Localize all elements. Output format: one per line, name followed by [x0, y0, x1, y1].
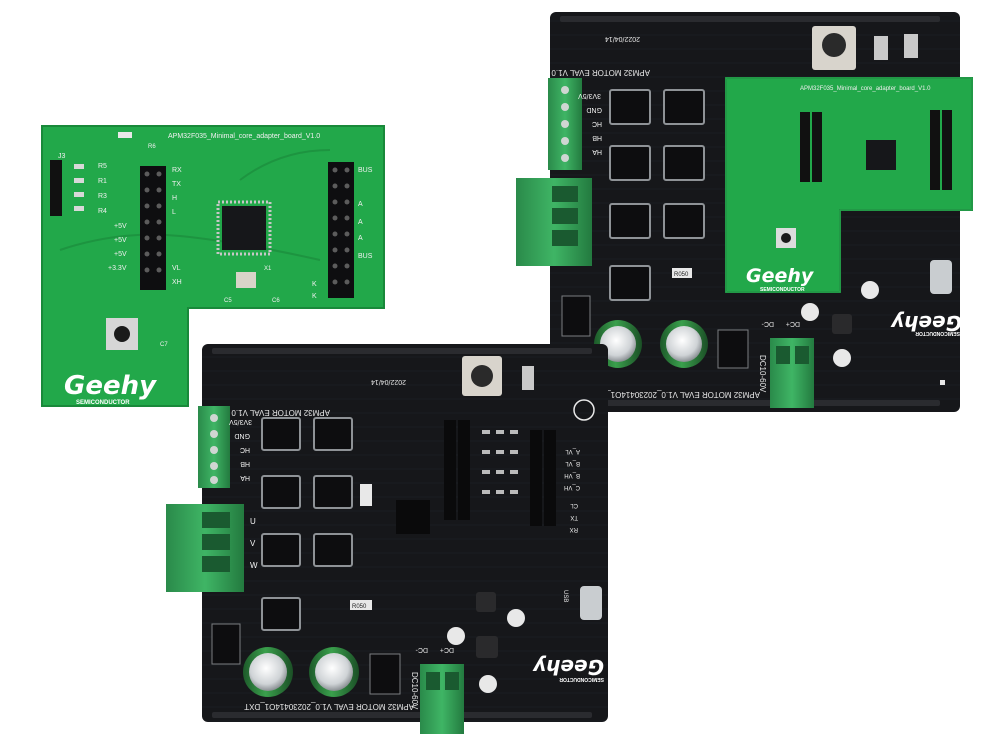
label: R1 [98, 178, 107, 185]
mounted-adapter-title: APM32F035_Minimal_core_adapter_board_V1.… [800, 86, 931, 92]
shunt-resistor [350, 600, 372, 610]
pin-header-j3 [50, 160, 62, 216]
geehy-logo: Geehy [890, 311, 962, 335]
dc-minus-label: DC- [761, 320, 774, 327]
mcu-chip [222, 206, 266, 250]
front-board-title: APM32 MOTOR EVAL V1.0 [231, 408, 330, 417]
adapter-title: APM32F035_Minimal_core_adapter_board_V1.… [168, 133, 320, 140]
label: R3 [98, 193, 107, 200]
shunt-resistor [360, 484, 372, 506]
terminal-label: HB [240, 460, 250, 467]
label: K [312, 293, 317, 300]
resistor-label: R050 [674, 272, 689, 278]
logo-subtitle: SEMICONDUCTOR [760, 287, 805, 293]
terminal-label: HA [592, 148, 602, 155]
geehy-logo: Geehy [532, 655, 604, 679]
terminal-label: GND [234, 432, 250, 439]
label: K [312, 281, 317, 288]
adapter-board-mounted: APM32F035_Minimal_core_adapter_board_V1.… [725, 77, 973, 293]
phase-label: V [250, 539, 256, 548]
back-board-bottom-label: APM32 MOTOR EVAL V1.0_20230414O1_DXT [590, 390, 760, 399]
electrolytic-capacitor [243, 647, 293, 697]
dc-minus-label: DC- [415, 646, 428, 653]
terminal-label: GND [586, 106, 602, 113]
back-board-title: APM32 MOTOR EVAL V1.0 [551, 68, 650, 77]
motor-board-front: 2022/04/14 APM32 MOTOR EVAL V1.0 3V3/5V … [166, 344, 608, 734]
mcu-chip [866, 140, 896, 170]
label: A [358, 201, 363, 208]
label: H [172, 195, 177, 202]
label: XH [172, 279, 182, 286]
usb-label: USB [562, 590, 568, 602]
label: TX [570, 514, 578, 520]
logo-subtitle: SEMICONDUCTOR [559, 676, 604, 682]
back-board-date: 2022/04/14 [605, 35, 640, 42]
label: A [358, 235, 363, 242]
resistor-label: R050 [352, 604, 367, 610]
pin-header-right [328, 162, 354, 298]
logo-subtitle: SEMICONDUCTOR [915, 330, 960, 336]
adapter-board: APM32F035_Minimal_core_adapter_board_V1.… [41, 125, 385, 407]
label: BUS [358, 167, 373, 174]
geehy-logo: Geehy [64, 371, 157, 401]
terminal-label: 3V3/5V [229, 418, 252, 425]
label: X1 [264, 266, 272, 272]
usb-connector [580, 586, 602, 620]
adapter-mid-labels: RX TX H L +5V +5V +5V +3.3V VL XH [108, 167, 182, 286]
terminal-label: HA [240, 474, 250, 481]
label: +5V [114, 251, 127, 258]
terminal-label: 3V3/5V [578, 92, 601, 99]
shunt-resistor [672, 268, 692, 278]
label: C7 [160, 342, 168, 348]
label: A_VL [565, 448, 580, 454]
power-label: DC10-60V [410, 672, 419, 710]
label: +5V [114, 237, 127, 244]
label: RX [570, 526, 578, 532]
label: B_VL [565, 460, 580, 466]
usb-connector [930, 260, 952, 294]
terminal-label: HB [592, 134, 602, 141]
phase-label: U [250, 517, 256, 526]
label: CL [570, 502, 578, 508]
geehy-logo: Geehy [746, 265, 815, 287]
label: C6 [272, 298, 280, 304]
adapter-left-labels: J3 R5 R1 R3 R4 [58, 153, 107, 215]
label: RX [172, 167, 182, 174]
label: VL [172, 265, 181, 272]
label: TX [172, 181, 181, 188]
toggle-switch[interactable] [874, 36, 888, 60]
label: R4 [98, 208, 107, 215]
label: A [358, 219, 363, 226]
phase-label: W [250, 561, 258, 570]
dc-plus-label: DC+ [440, 646, 454, 653]
label: L [172, 209, 176, 216]
header-labels: A_VL B_VL B_VH C_VH CL TX RX [564, 448, 580, 532]
label: B_VH [564, 472, 580, 478]
label: R6 [148, 144, 156, 150]
toggle-switch[interactable] [904, 34, 918, 58]
adapter-right-labels: BUS A A A BUS K K [312, 167, 373, 300]
dc-plus-label: DC+ [786, 320, 800, 327]
crystal [236, 272, 256, 288]
electrolytic-capacitor [660, 320, 708, 368]
label: BUS [358, 253, 373, 260]
label: J3 [58, 153, 66, 160]
power-label: DC10-60V [758, 355, 767, 393]
front-board-bottom-label: APM32 MOTOR EVAL V1.0_20230414O1_DXT [244, 702, 414, 711]
label: C_VH [564, 484, 580, 490]
logo-subtitle: SEMICONDUCTOR [76, 400, 130, 406]
terminal-label: HC [240, 446, 250, 453]
label: +3.3V [108, 265, 127, 272]
front-board-date: 2022/04/14 [371, 378, 406, 385]
electrolytic-capacitor [309, 647, 359, 697]
pin-header-left [140, 166, 166, 290]
label: R5 [98, 163, 107, 170]
label: +5V [114, 223, 127, 230]
pb-free-mark [573, 399, 595, 421]
label: C5 [224, 298, 232, 304]
toggle-switch[interactable] [522, 366, 534, 390]
terminal-label: HC [592, 120, 602, 127]
